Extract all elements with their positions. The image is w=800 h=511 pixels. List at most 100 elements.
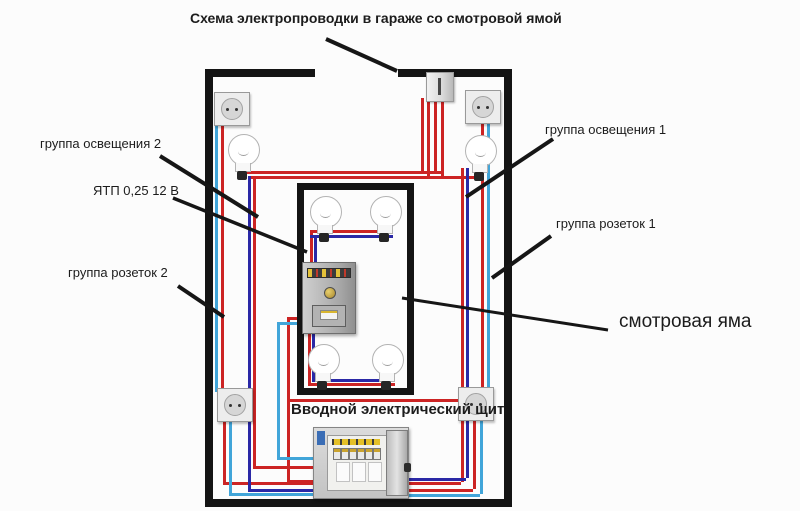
socket-hole bbox=[229, 404, 232, 407]
bulb-base bbox=[379, 233, 389, 242]
wire-segment bbox=[405, 478, 466, 481]
light-bulb-icon bbox=[368, 196, 402, 246]
label-socket-group-2: группа розеток 2 bbox=[68, 265, 168, 280]
wire-segment bbox=[277, 322, 280, 457]
wire-segment bbox=[405, 494, 480, 497]
label-transformer: ЯТП 0,25 12 В bbox=[93, 183, 179, 198]
socket-disc bbox=[221, 98, 243, 120]
wire-segment bbox=[221, 118, 224, 392]
wire-segment bbox=[461, 168, 464, 482]
wire-segment bbox=[481, 123, 484, 388]
power-socket-icon bbox=[465, 90, 501, 124]
wire-segment bbox=[215, 118, 218, 392]
diagram-title: Схема электропроводки в гараже со смотро… bbox=[190, 10, 562, 26]
wire-segment bbox=[473, 415, 476, 489]
wire-segment bbox=[287, 480, 318, 483]
pointer-line-title bbox=[325, 37, 398, 73]
light-bulb-icon bbox=[226, 134, 260, 184]
panel-din-slot bbox=[368, 462, 382, 482]
transformer-box bbox=[302, 262, 356, 334]
wire-segment bbox=[310, 230, 393, 233]
panel-din-slot bbox=[336, 462, 350, 482]
wire-segment bbox=[405, 489, 473, 492]
panel-door-handle bbox=[404, 463, 411, 472]
transformer-hatch bbox=[312, 305, 346, 327]
wire-segment bbox=[287, 317, 290, 480]
wire-segment bbox=[310, 235, 393, 238]
wire-segment bbox=[248, 489, 318, 492]
socket-hole bbox=[226, 108, 229, 111]
wire-segment bbox=[253, 466, 318, 469]
bulb-base bbox=[319, 233, 329, 242]
wire-segment bbox=[480, 415, 483, 494]
power-socket-icon bbox=[214, 92, 250, 126]
switch-rocker bbox=[438, 78, 441, 95]
wire-segment bbox=[277, 322, 303, 325]
socket-disc bbox=[472, 96, 494, 118]
wire-segment bbox=[405, 482, 461, 485]
circuit-breaker-icon bbox=[365, 448, 373, 460]
socket-hole bbox=[238, 404, 241, 407]
transformer-label-strip bbox=[307, 268, 351, 278]
bulb-base bbox=[474, 172, 484, 181]
circuit-breaker-icon bbox=[357, 448, 365, 460]
wire-segment bbox=[287, 317, 303, 320]
pit-wall-bottom bbox=[297, 388, 414, 395]
label-inspection-pit: смотровая яма bbox=[619, 311, 752, 332]
bulb-glass bbox=[228, 134, 260, 166]
pit-wall-right bbox=[407, 183, 414, 395]
socket-hole bbox=[477, 106, 480, 109]
wire-segment bbox=[310, 230, 313, 264]
wire-segment bbox=[308, 383, 395, 386]
label-socket-group-1: группа розеток 1 bbox=[556, 216, 656, 231]
wire-segment bbox=[229, 493, 318, 496]
garage-wall-top-left bbox=[205, 69, 315, 77]
label-main-panel: Вводной электрический щит bbox=[291, 401, 505, 418]
wire-segment bbox=[277, 457, 318, 460]
socket-hole bbox=[470, 403, 473, 406]
panel-din-slot bbox=[352, 462, 366, 482]
transformer-sticker bbox=[320, 310, 338, 320]
bulb-glass bbox=[372, 344, 404, 376]
bulb-glass bbox=[370, 196, 402, 228]
light-bulb-icon bbox=[463, 135, 497, 185]
light-bulb-icon bbox=[370, 344, 404, 394]
bulb-base bbox=[237, 171, 247, 180]
light-switch-icon bbox=[426, 72, 454, 102]
wire-segment bbox=[434, 98, 437, 171]
bulb-base bbox=[317, 381, 327, 390]
pointer-line-sockets-1 bbox=[490, 234, 553, 280]
socket-hole bbox=[479, 403, 482, 406]
panel-interior bbox=[327, 435, 387, 491]
bulb-glass bbox=[465, 135, 497, 167]
wire-segment bbox=[287, 399, 473, 402]
wire-segment bbox=[312, 379, 388, 382]
pit-wall-left bbox=[297, 183, 304, 395]
socket-disc bbox=[224, 394, 246, 416]
socket-hole bbox=[235, 108, 238, 111]
circuit-breaker-icon bbox=[341, 448, 349, 460]
panel-logo bbox=[317, 431, 325, 445]
garage-wall-left bbox=[205, 69, 213, 507]
circuit-breaker-icon bbox=[349, 448, 357, 460]
pointer-line-transformer bbox=[172, 196, 308, 254]
wire-segment bbox=[223, 482, 318, 485]
wire-segment bbox=[314, 235, 317, 264]
bulb-base bbox=[381, 381, 391, 390]
label-lighting-group-1: группа освещения 1 bbox=[545, 122, 667, 137]
bulb-glass bbox=[310, 196, 342, 228]
wire-segment bbox=[223, 415, 226, 482]
wire-segment bbox=[243, 171, 444, 174]
wire-segment bbox=[248, 176, 251, 489]
light-bulb-icon bbox=[308, 196, 342, 246]
garage-wall-bottom bbox=[205, 499, 512, 507]
wire-segment bbox=[427, 98, 430, 176]
circuit-breaker-icon bbox=[333, 448, 341, 460]
label-lighting-group-2: группа освещения 2 bbox=[40, 136, 162, 151]
bulb-glass bbox=[308, 344, 340, 376]
socket-disc bbox=[465, 393, 487, 415]
wire-segment bbox=[466, 168, 469, 478]
panel-door bbox=[386, 430, 411, 496]
panel-label-strip bbox=[332, 439, 380, 445]
